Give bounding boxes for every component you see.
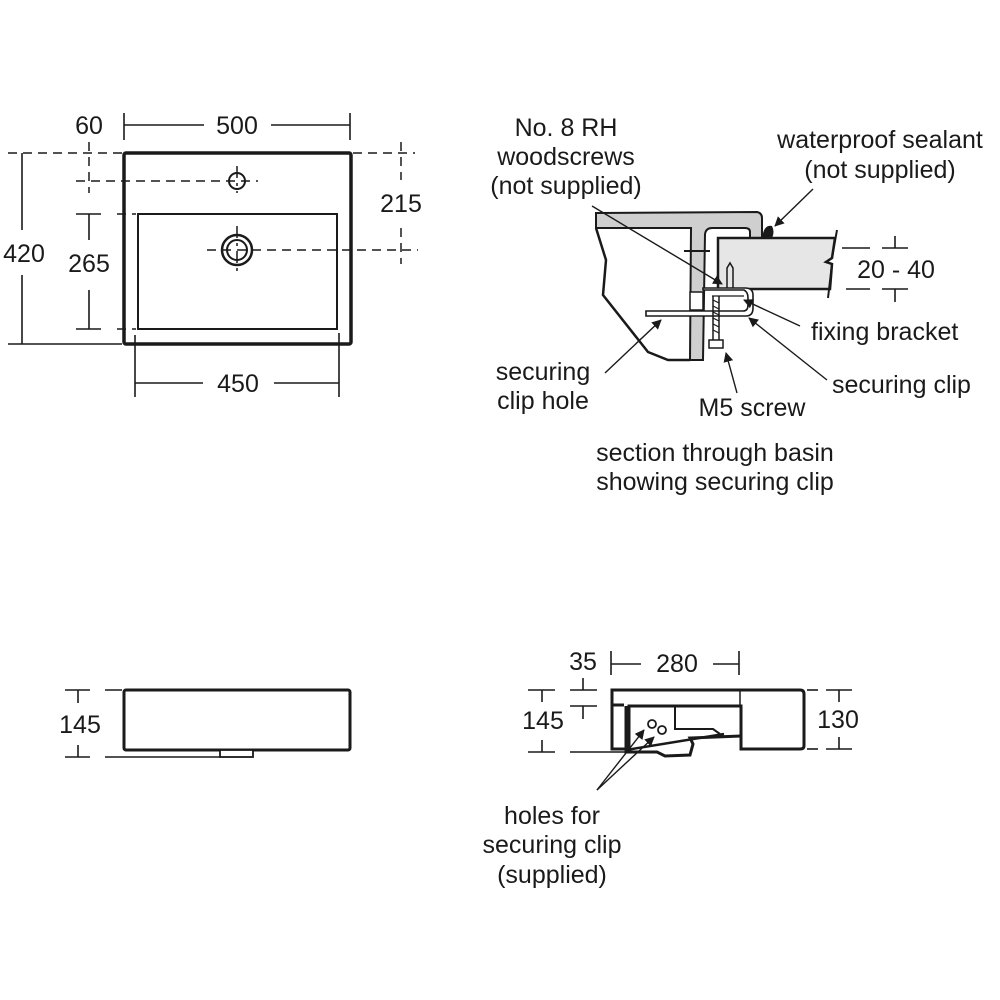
label-woodscrews-2: woodscrews	[496, 143, 635, 171]
dim-projection: 280	[656, 650, 698, 678]
label-sealant-2: (not supplied)	[804, 156, 955, 184]
label-holes-3: (supplied)	[497, 861, 607, 889]
dim-front-height-130: 130	[817, 706, 859, 734]
sealant-bead	[762, 225, 774, 238]
front-outline	[122, 688, 352, 752]
securing-clip-shape	[645, 287, 754, 317]
dim-bowl-width: 450	[217, 370, 259, 398]
label-securing-clip-hole-1: securing	[496, 358, 591, 386]
side-elevation: 35 280 145 130 holes for securing clip (…	[483, 648, 859, 889]
basin-outline	[122, 151, 353, 346]
plan-view: 500 60 420 265 215 450	[3, 112, 422, 398]
clip-hole-icon	[647, 719, 657, 729]
dim-lip: 35	[569, 648, 597, 676]
dim-waste-offset: 215	[380, 190, 422, 218]
label-securing-clip-hole-2: clip hole	[497, 387, 589, 415]
dim-overall-width: 500	[216, 112, 258, 140]
label-fixing-bracket: fixing bracket	[811, 318, 958, 346]
caption-line-1: section through basin	[596, 439, 834, 467]
label-securing-clip: securing clip	[832, 371, 971, 399]
front-elevation: 145	[59, 688, 352, 758]
dim-worktop-thickness: 20 - 40	[857, 256, 935, 284]
dim-overall-depth: 420	[3, 240, 45, 268]
caption-line-2: showing securing clip	[596, 468, 834, 496]
dim-side-overall-height: 145	[522, 707, 564, 735]
woodscrew-icon	[726, 261, 734, 290]
label-m5-screw: M5 screw	[699, 394, 807, 422]
section-detail: 20 - 40 No. 8 RH woodscrews (not supplie…	[490, 114, 983, 496]
worktop-section	[716, 236, 837, 291]
bowl-outline	[137, 213, 338, 330]
clip-hole-icon	[657, 725, 667, 735]
dim-bowl-depth: 265	[68, 250, 110, 278]
label-woodscrews-1: No. 8 RH	[515, 114, 618, 142]
label-sealant-1: waterproof sealant	[776, 126, 983, 154]
dim-front-height: 145	[59, 711, 101, 739]
label-holes-1: holes for	[504, 802, 600, 830]
basin-rim-section	[595, 210, 763, 361]
label-woodscrews-3: (not supplied)	[490, 172, 641, 200]
waste-spigot	[219, 749, 254, 758]
dim-tap-offset: 60	[75, 112, 103, 140]
label-holes-2: securing clip	[483, 831, 622, 859]
